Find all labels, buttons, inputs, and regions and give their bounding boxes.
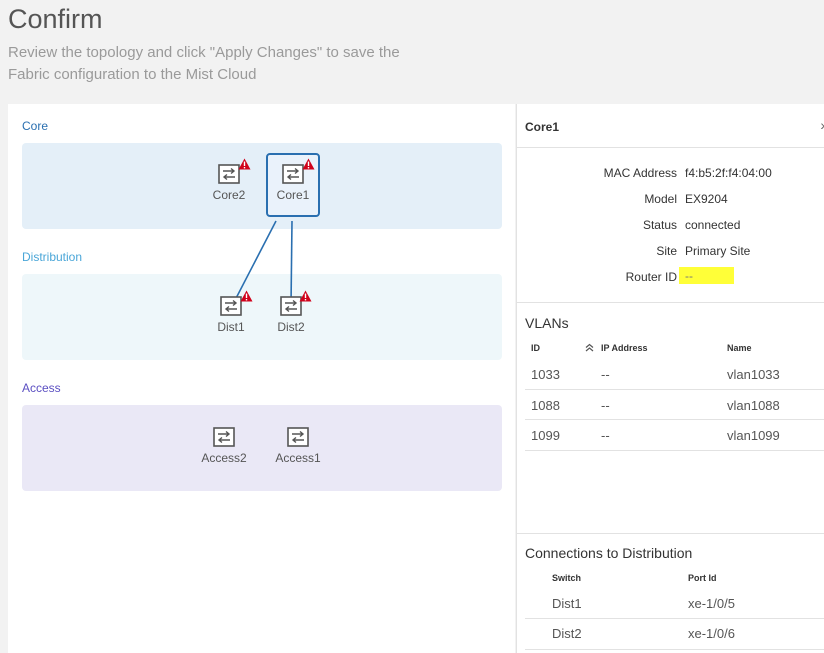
field-value-model: EX9204 bbox=[685, 192, 728, 206]
row-divider bbox=[525, 419, 824, 420]
page-header: Confirm Review the topology and click "A… bbox=[0, 0, 824, 103]
field-value-site: Primary Site bbox=[685, 244, 751, 258]
layer-label-distribution: Distribution bbox=[22, 250, 83, 264]
topology-panel: Core Distribution Access Core2 Core1 bbox=[8, 104, 515, 653]
connection-row-port: xe-1/0/5 bbox=[688, 596, 735, 611]
node-label: Dist2 bbox=[277, 320, 305, 334]
field-key-site: Site bbox=[656, 244, 677, 258]
divider bbox=[517, 533, 824, 534]
vlans-header-ip[interactable]: IP Address bbox=[601, 343, 648, 353]
vlans-title: VLANs bbox=[525, 315, 569, 331]
connection-row-port: xe-1/0/6 bbox=[688, 626, 735, 641]
sort-ascending-icon[interactable] bbox=[585, 343, 594, 352]
row-divider bbox=[525, 450, 824, 451]
field-value-status: connected bbox=[685, 218, 741, 232]
vlan-row-ip: -- bbox=[601, 367, 610, 382]
vlan-row-id: 1088 bbox=[531, 398, 560, 413]
details-title: Core1 bbox=[525, 120, 560, 134]
switch-icon bbox=[282, 164, 304, 184]
page-title: Confirm bbox=[8, 4, 103, 34]
vlan-row-id: 1033 bbox=[531, 367, 560, 382]
switch-icon bbox=[287, 427, 309, 447]
divider bbox=[517, 302, 824, 303]
vlans-header-name[interactable]: Name bbox=[727, 343, 752, 353]
connections-header-switch: Switch bbox=[552, 573, 582, 583]
switch-icon bbox=[213, 427, 235, 447]
page-subtitle: Review the topology and click "Apply Cha… bbox=[8, 44, 400, 83]
connection-row-switch: Dist1 bbox=[552, 596, 582, 611]
row-divider bbox=[525, 389, 824, 390]
vlan-row-ip: -- bbox=[601, 398, 610, 413]
chevron-right-icon[interactable]: › bbox=[820, 117, 824, 133]
vlan-row-id: 1099 bbox=[531, 428, 560, 443]
node-core1[interactable]: Core1 bbox=[267, 164, 319, 202]
field-key-model: Model bbox=[644, 192, 677, 206]
node-label: Access2 bbox=[201, 451, 247, 465]
connections-header-port: Port Id bbox=[688, 573, 717, 583]
divider bbox=[517, 147, 824, 148]
field-key-mac: MAC Address bbox=[603, 166, 677, 180]
row-divider bbox=[525, 649, 824, 650]
core-layer bbox=[22, 143, 502, 229]
details-panel: Core1 › MAC Address f4:b5:2f:f4:04:00 Mo… bbox=[516, 104, 824, 653]
field-value-router-id: -- bbox=[685, 269, 693, 283]
router-id-highlight bbox=[679, 267, 734, 284]
warning-icon bbox=[299, 290, 312, 302]
node-label: Access1 bbox=[275, 451, 321, 465]
node-label: Dist1 bbox=[217, 320, 245, 334]
node-label: Core1 bbox=[276, 188, 310, 202]
node-label: Core2 bbox=[212, 188, 246, 202]
vlans-header-id[interactable]: ID bbox=[531, 343, 540, 353]
field-value-mac: f4:b5:2f:f4:04:00 bbox=[685, 166, 772, 180]
row-divider bbox=[525, 618, 824, 619]
warning-icon bbox=[238, 158, 251, 170]
field-key-status: Status bbox=[642, 218, 677, 232]
node-access1[interactable]: Access1 bbox=[272, 427, 324, 465]
node-dist1[interactable]: Dist1 bbox=[205, 296, 257, 334]
layer-label-core: Core bbox=[22, 119, 49, 133]
field-key-router-id: Router ID bbox=[625, 270, 677, 284]
vlan-row-name: vlan1088 bbox=[727, 398, 780, 413]
vlan-row-name: vlan1033 bbox=[727, 367, 780, 382]
distribution-layer bbox=[22, 274, 502, 360]
node-core2[interactable]: Core2 bbox=[203, 164, 255, 202]
switch-icon bbox=[280, 296, 302, 316]
connection-row-switch: Dist2 bbox=[552, 626, 582, 641]
switch-icon bbox=[218, 164, 240, 184]
connections-title: Connections to Distribution bbox=[525, 545, 693, 561]
vlan-row-ip: -- bbox=[601, 428, 610, 443]
warning-icon bbox=[302, 158, 315, 170]
node-dist2[interactable]: Dist2 bbox=[265, 296, 317, 334]
switch-icon bbox=[220, 296, 242, 316]
warning-icon bbox=[240, 290, 253, 302]
vlan-row-name: vlan1099 bbox=[727, 428, 780, 443]
node-access2[interactable]: Access2 bbox=[198, 427, 250, 465]
access-layer bbox=[22, 405, 502, 491]
layer-label-access: Access bbox=[22, 381, 61, 395]
